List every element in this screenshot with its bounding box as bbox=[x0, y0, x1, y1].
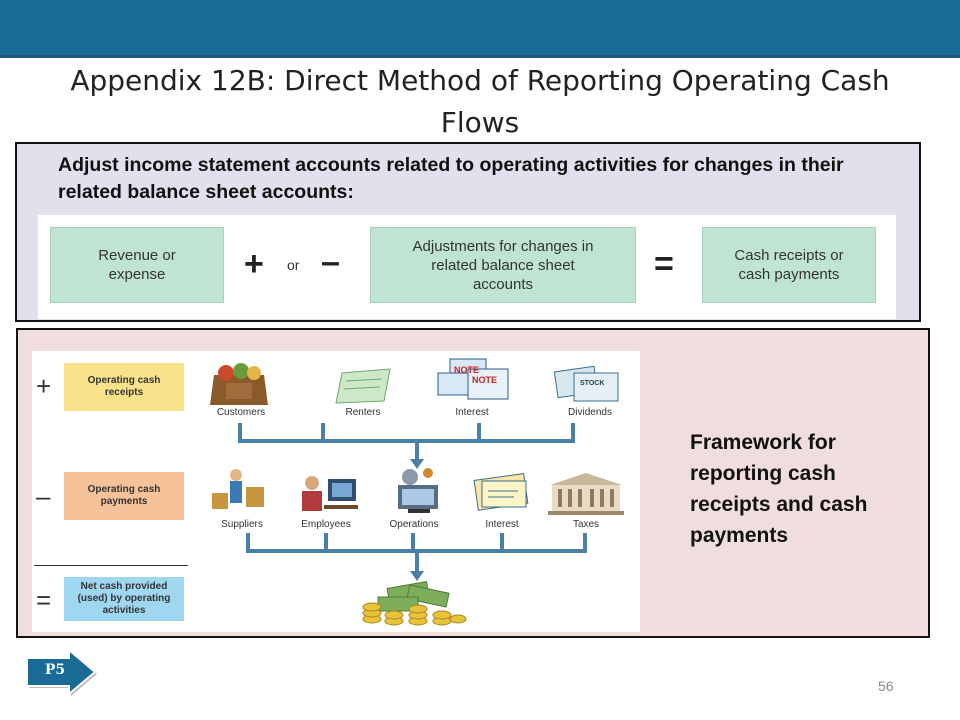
operating-cash-receipts-label: Operating cash receipts bbox=[64, 363, 184, 411]
adjustments-box: Adjustments for changes in related balan… bbox=[370, 227, 636, 303]
cash-result-box: Cash receipts or cash payments bbox=[702, 227, 876, 303]
interest-receipt-caption: Interest bbox=[455, 407, 489, 418]
operations-icon bbox=[398, 468, 438, 513]
revenue-expense-box: Revenue or expense bbox=[50, 227, 224, 303]
suppliers-caption: Suppliers bbox=[221, 519, 263, 530]
receipts-label-text: Operating cash receipts bbox=[87, 375, 161, 398]
employees-caption: Employees bbox=[301, 519, 351, 530]
page-number: 56 bbox=[878, 678, 894, 694]
employees-icon bbox=[302, 476, 358, 511]
interest-payment-caption: Interest bbox=[485, 519, 519, 530]
revenue-expense-label: Revenue or expense bbox=[98, 247, 176, 283]
cash-result-label: Cash receipts or cash payments bbox=[734, 247, 844, 283]
sum-divider bbox=[34, 565, 188, 566]
note-text-1: NOTE bbox=[454, 365, 479, 375]
taxes-caption: Taxes bbox=[572, 519, 600, 530]
arrow-tag-icon bbox=[26, 647, 97, 697]
stock-text: STOCK bbox=[580, 380, 604, 387]
intro-text: Adjust income statement accounts related… bbox=[58, 154, 844, 203]
formula-diagram: Revenue or expense + or – Adjustments fo… bbox=[38, 215, 896, 319]
minus-symbol: – bbox=[36, 481, 51, 511]
customers-caption: Customers bbox=[216, 407, 266, 418]
p5-label: P5 bbox=[44, 662, 66, 678]
or-operator: or bbox=[287, 257, 300, 273]
renters-caption: Renters bbox=[345, 407, 381, 418]
note-text-2: NOTE bbox=[472, 375, 497, 385]
interest-note-icon: NOTE NOTE bbox=[437, 358, 509, 400]
minus-operator: – bbox=[321, 243, 340, 281]
net-cash-label: Net cash provided (used) by operating ac… bbox=[64, 577, 184, 621]
taxes-building-icon bbox=[548, 473, 624, 515]
dividends-caption: Dividends bbox=[568, 407, 612, 418]
dividends-stock-icon: STOCK bbox=[553, 365, 619, 402]
learning-objective-tag: P5 bbox=[25, 647, 99, 701]
slide-title: Appendix 12B: Direct Method of Reporting… bbox=[70, 64, 890, 139]
framework-connectors bbox=[238, 423, 587, 581]
money-pile-icon bbox=[362, 581, 467, 626]
payments-label-text: Operating cash payments bbox=[87, 484, 161, 507]
equals-operator: = bbox=[654, 245, 674, 283]
renters-icon bbox=[335, 368, 391, 404]
plus-operator: + bbox=[244, 245, 264, 283]
equals-symbol: = bbox=[36, 585, 52, 615]
framework-caption: Framework for reporting cash receipts an… bbox=[690, 431, 868, 547]
interest-payment-icon bbox=[473, 472, 529, 511]
framework-figure: + – = Operating cash receipts Operating … bbox=[32, 351, 640, 632]
operations-caption: Operations bbox=[389, 519, 439, 530]
header-bar bbox=[0, 0, 960, 58]
plus-symbol: + bbox=[36, 371, 52, 401]
operating-cash-payments-label: Operating cash payments bbox=[64, 472, 184, 520]
net-label-text: Net cash provided (used) by operating ac… bbox=[77, 581, 171, 616]
adjustments-label: Adjustments for changes in related balan… bbox=[412, 237, 594, 293]
suppliers-icon bbox=[212, 469, 264, 509]
customers-icon bbox=[210, 363, 268, 405]
